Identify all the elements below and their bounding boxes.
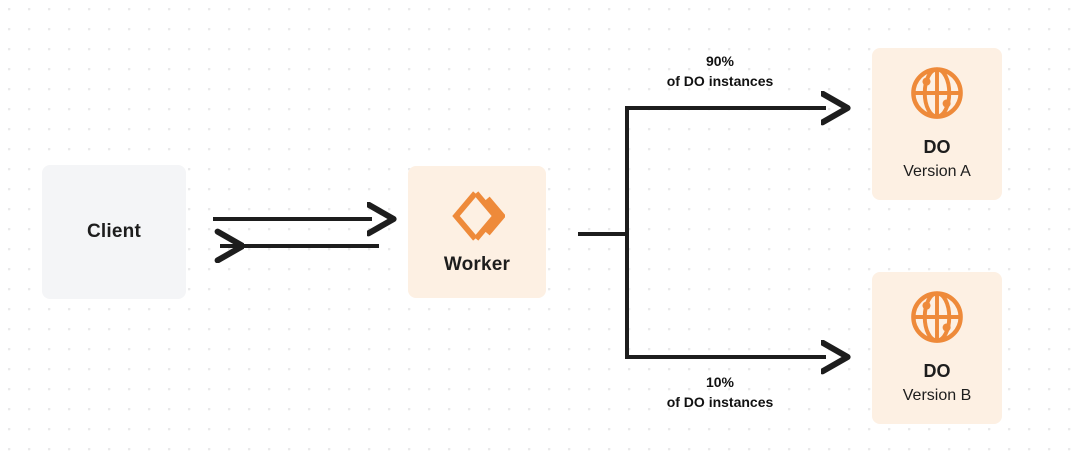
- edge-label-do-a-description: of DO instances: [666, 72, 774, 89]
- edge-worker-to-do-b: [625, 234, 826, 357]
- edge-label-do-b-description: of DO instances: [666, 393, 774, 410]
- node-do-b-sublabel: Version B: [902, 387, 972, 404]
- node-worker-label: Worker: [443, 254, 511, 275]
- globe-icon: [909, 289, 965, 345]
- edge-label-do-b-percent: 10%: [705, 374, 735, 390]
- node-do-b-label: DO: [923, 361, 951, 382]
- node-do-a-sublabel: Version A: [903, 163, 971, 180]
- edge-worker-to-do-a: [625, 108, 826, 234]
- node-do-version-a[interactable]: DO Version A: [872, 48, 1002, 200]
- edge-label-do-a: 90% of DO instances: [634, 52, 806, 92]
- edge-label-do-a-percent: 90%: [705, 53, 735, 69]
- node-client[interactable]: Client: [42, 165, 186, 299]
- node-client-label: Client: [87, 221, 141, 242]
- globe-icon: [909, 65, 965, 121]
- cloudflare-workers-logo-icon: [449, 188, 507, 244]
- node-do-version-b[interactable]: DO Version B: [872, 272, 1002, 424]
- node-worker[interactable]: Worker: [408, 166, 546, 298]
- edge-label-do-b: 10% of DO instances: [634, 373, 806, 413]
- node-do-a-label: DO: [923, 137, 951, 158]
